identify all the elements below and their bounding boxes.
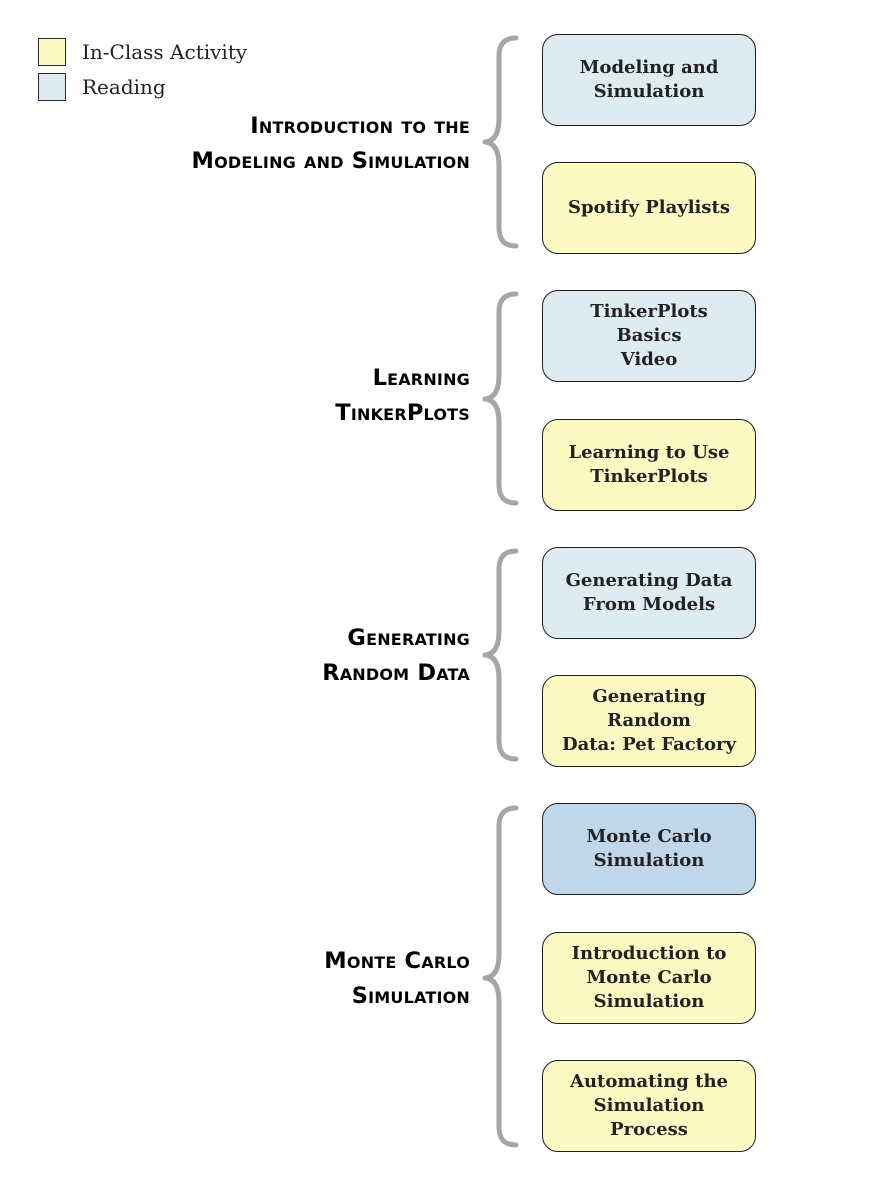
card-text-line: Generating Random (592, 686, 706, 731)
card-monte-carlo-simulation[interactable]: Monte Carlo Simulation (542, 803, 756, 895)
card-text-line: Monte Carlo (586, 826, 712, 847)
section-title-line: TinkerPlots (335, 400, 470, 426)
brace-section-1 (482, 35, 519, 249)
section-title-intro: Introduction to the Modeling and Simulat… (30, 109, 470, 179)
card-spotify-playlists[interactable]: Spotify Playlists (542, 162, 756, 254)
card-text-line: Learning to Use (568, 442, 730, 463)
card-tinkerplots-basics-video[interactable]: TinkerPlots Basics Video (542, 290, 756, 382)
legend-label-activity: In-Class Activity (82, 40, 248, 64)
card-text-line: Monte Carlo (586, 967, 712, 988)
section-title-generating-random-data: Generating Random Data (30, 621, 470, 691)
card-text-line: Generating Data (565, 570, 733, 591)
card-text-line: Simulation (593, 81, 705, 102)
legend-swatch-reading (38, 73, 66, 101)
card-text-line: Automating the (569, 1071, 729, 1092)
section-title-line: Monte Carlo (324, 948, 470, 974)
card-text-line: TinkerPlots (590, 466, 708, 487)
card-learning-to-use-tinkerplots[interactable]: Learning to Use TinkerPlots (542, 419, 756, 511)
card-generating-data-from-models[interactable]: Generating Data From Models (542, 547, 756, 639)
card-automating-the-simulation-process[interactable]: Automating the Simulation Process (542, 1060, 756, 1152)
brace-section-3 (482, 548, 519, 762)
card-modeling-and-simulation[interactable]: Modeling and Simulation (542, 34, 756, 126)
card-text-line: Simulation (593, 991, 705, 1012)
card-text-line: Data: Pet Factory (562, 734, 736, 755)
legend-swatch-activity (38, 38, 66, 66)
card-text-line: Video (620, 349, 678, 370)
brace-section-4 (482, 805, 519, 1148)
card-text-line: Modeling and (579, 57, 719, 78)
card-generating-random-data-pet-factory[interactable]: Generating Random Data: Pet Factory (542, 675, 756, 767)
brace-section-2 (482, 291, 519, 506)
card-text-line: Introduction to (571, 943, 727, 964)
section-title-line: Modeling and Simulation (191, 148, 470, 174)
card-introduction-to-monte-carlo-simulation[interactable]: Introduction to Monte Carlo Simulation (542, 932, 756, 1024)
card-text-line: Simulation (593, 850, 705, 871)
legend-label-reading: Reading (82, 75, 166, 99)
card-text-line: Spotify Playlists (568, 197, 730, 218)
card-text-line: From Models (582, 594, 716, 615)
card-text-line: Simulation Process (593, 1095, 705, 1140)
section-title-line: Generating (347, 625, 470, 651)
section-title-line: Simulation (351, 983, 470, 1009)
section-title-monte-carlo-simulation: Monte Carlo Simulation (30, 944, 470, 1014)
section-title-line: Introduction to the (250, 113, 470, 139)
section-title-line: Random Data (322, 660, 470, 686)
section-title-line: Learning (372, 365, 470, 391)
card-text-line: TinkerPlots Basics (590, 301, 708, 346)
section-title-learning-tinkerplots: Learning TinkerPlots (30, 361, 470, 431)
